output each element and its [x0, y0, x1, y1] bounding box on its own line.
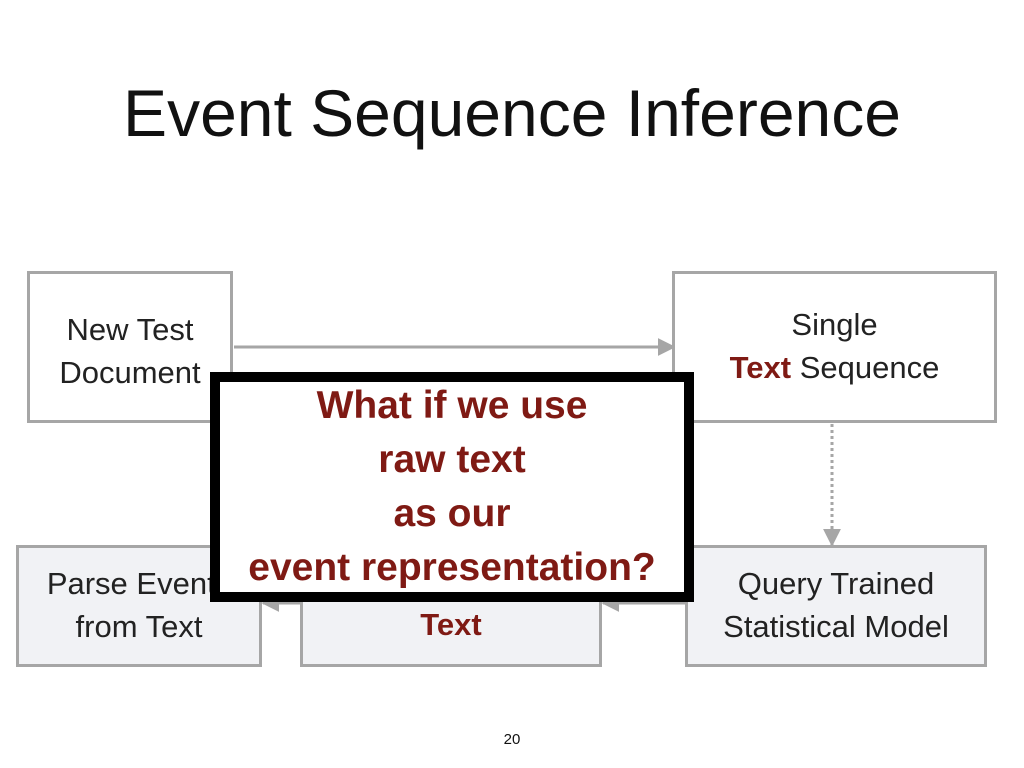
text-highlight: Text	[729, 349, 792, 385]
single-text-line1: Single	[791, 307, 878, 342]
sequence-word: Sequence	[791, 349, 940, 385]
new-test-document-box: New Test Document	[27, 271, 233, 423]
text-box-label: Text	[420, 607, 482, 642]
parse-line1: Parse Events	[46, 566, 232, 601]
query-line2: Statistical Model	[723, 608, 949, 644]
single-text-sequence-box: Single Text Sequence	[672, 271, 997, 423]
callout-line-1: What if we use	[316, 384, 588, 427]
query-trained-model-box: Query Trained Statistical Model	[685, 545, 987, 667]
page-number: 20	[503, 731, 521, 748]
callout-line-3: as our	[393, 492, 511, 535]
callout-line-4: event representation?	[248, 546, 656, 589]
callout-line-2: raw text	[378, 438, 526, 481]
callout-question-box: What if we use raw text as our event rep…	[210, 372, 694, 602]
single-text-line2: Text Sequence	[730, 347, 940, 390]
new-test-line2: Document	[59, 354, 201, 390]
slide-title: Event Sequence Inference	[123, 76, 901, 150]
parse-line2: from Text	[75, 608, 203, 644]
new-test-line1: New Test	[66, 312, 194, 347]
query-line1: Query Trained	[737, 566, 935, 601]
